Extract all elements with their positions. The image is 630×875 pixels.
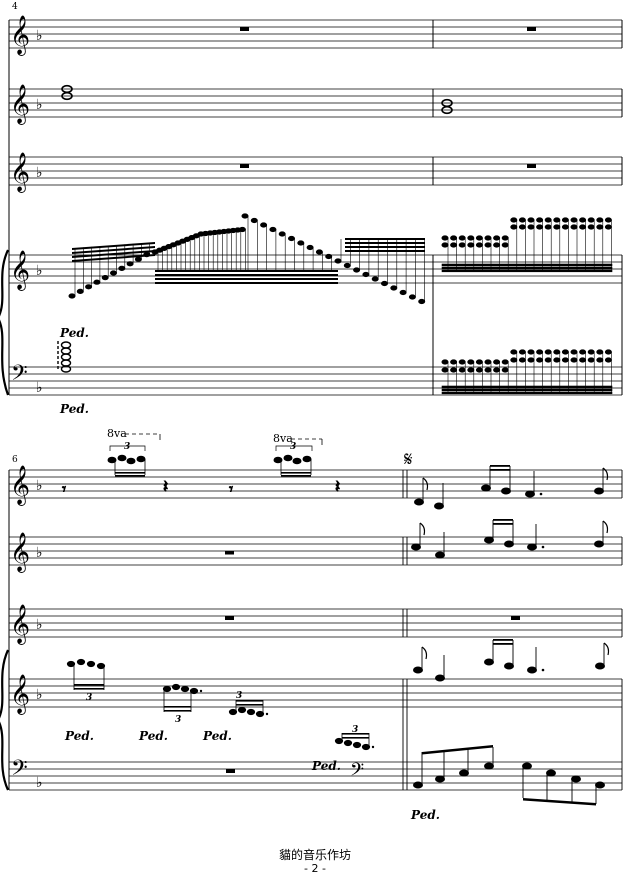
tuplet-number: 3 bbox=[86, 693, 92, 703]
staff-1-measure-6: 𝄾 𝄽 𝄾 𝄽 3 3 bbox=[62, 442, 341, 499]
staff-2-music bbox=[225, 519, 609, 559]
pedal-mark: Ped. bbox=[59, 326, 89, 340]
piano-lh-measure-5 bbox=[441, 349, 613, 395]
pedal-mark: Ped. bbox=[410, 808, 440, 822]
pedal-mark: Ped. bbox=[138, 729, 168, 743]
treble-clef: 𝄞 bbox=[10, 250, 30, 291]
staff-1-measure-7 bbox=[414, 465, 609, 510]
treble-clef: 𝄞 bbox=[10, 465, 30, 506]
piano-rh-measure-5 bbox=[441, 217, 613, 273]
measure-number: 6 bbox=[12, 455, 18, 465]
staff-3 bbox=[9, 608, 622, 638]
treble-clef: 𝄞 bbox=[10, 84, 30, 125]
svg-text:♭: ♭ bbox=[36, 545, 43, 561]
piano-lh-chord bbox=[57, 341, 72, 373]
piano-run-notes bbox=[68, 213, 426, 305]
pedal-mark: Ped. bbox=[311, 759, 341, 773]
double-barlines bbox=[402, 470, 623, 790]
piano-brace bbox=[0, 249, 10, 396]
tuplet-number: 3 bbox=[352, 725, 358, 735]
tuplet-number: 3 bbox=[236, 691, 242, 701]
piano-brace bbox=[0, 649, 9, 791]
piano-rh-measure-6: 3 3 3 3 bbox=[66, 658, 375, 751]
ottava-1: 8va bbox=[107, 427, 161, 440]
treble-clef: 𝄞 bbox=[10, 604, 30, 645]
tuplet-number: 3 bbox=[290, 442, 296, 452]
svg-text:𝄽: 𝄽 bbox=[163, 477, 168, 497]
svg-text:𝄽: 𝄽 bbox=[335, 477, 340, 497]
page-number: - 2 - bbox=[304, 862, 326, 875]
svg-text:♭: ♭ bbox=[36, 380, 43, 396]
tuplet-number: 3 bbox=[124, 442, 130, 452]
key-signatures: ♭ ♭ ♭ ♭ ♭ bbox=[36, 28, 43, 396]
pedal-mark: Ped. bbox=[64, 729, 94, 743]
measure-number: 4 bbox=[12, 2, 18, 12]
whole-rests bbox=[240, 27, 536, 168]
svg-text:♭: ♭ bbox=[36, 478, 43, 494]
whole-notes bbox=[61, 84, 453, 115]
ottava-2: 8va bbox=[273, 432, 323, 445]
system-2: 6 𝄞 𝄞 � bbox=[0, 427, 623, 822]
ottava-label: 8va bbox=[107, 427, 127, 440]
tuplet-number: 3 bbox=[175, 715, 181, 725]
treble-clef: 𝄞 bbox=[10, 15, 30, 56]
treble-clef: 𝄞 bbox=[10, 152, 30, 193]
svg-text:𝄢: 𝄢 bbox=[350, 760, 364, 785]
svg-text:♭: ♭ bbox=[36, 263, 43, 279]
segno-sign: 𝄋 bbox=[404, 447, 413, 471]
treble-clef: 𝄞 bbox=[10, 674, 30, 715]
staff-3 bbox=[9, 156, 622, 186]
bass-clef: 𝄢 bbox=[11, 756, 28, 786]
bass-clef: 𝄢 bbox=[11, 361, 28, 391]
system-1: 4 bbox=[0, 2, 623, 416]
staff-1 bbox=[9, 469, 622, 499]
svg-text:♭: ♭ bbox=[36, 617, 43, 633]
svg-text:♭: ♭ bbox=[36, 97, 43, 113]
barlines bbox=[432, 20, 623, 395]
ottava-label: 8va bbox=[273, 432, 293, 445]
staff-2 bbox=[9, 88, 622, 118]
footer-title: 貓的音乐作坊 bbox=[278, 848, 351, 862]
pedal-mark: Ped. bbox=[59, 402, 89, 416]
svg-text:𝄾: 𝄾 bbox=[229, 480, 233, 498]
staff-3-rests bbox=[225, 616, 520, 620]
piano-lh-system-2: 𝄢 bbox=[226, 745, 605, 806]
svg-text:♭: ♭ bbox=[36, 28, 43, 44]
staff-2 bbox=[9, 536, 622, 566]
clefs: 𝄞 𝄞 𝄞 𝄞 𝄢 bbox=[10, 15, 30, 391]
staff-1 bbox=[9, 19, 622, 49]
pedal-mark: Ped. bbox=[202, 729, 232, 743]
svg-text:𝄾: 𝄾 bbox=[62, 480, 66, 498]
staff-4-piano-right bbox=[9, 678, 622, 708]
staff-5-piano-left bbox=[9, 761, 622, 791]
treble-clef: 𝄞 bbox=[10, 532, 30, 573]
svg-text:♭: ♭ bbox=[36, 687, 43, 703]
piano-run-beams bbox=[72, 238, 425, 284]
svg-text:♭: ♭ bbox=[36, 165, 43, 181]
pedal-marks-system-2: Ped. Ped. Ped. Ped. Ped. bbox=[64, 729, 440, 822]
svg-text:♭: ♭ bbox=[36, 775, 43, 791]
piano-rh-measure-7 bbox=[413, 639, 610, 682]
